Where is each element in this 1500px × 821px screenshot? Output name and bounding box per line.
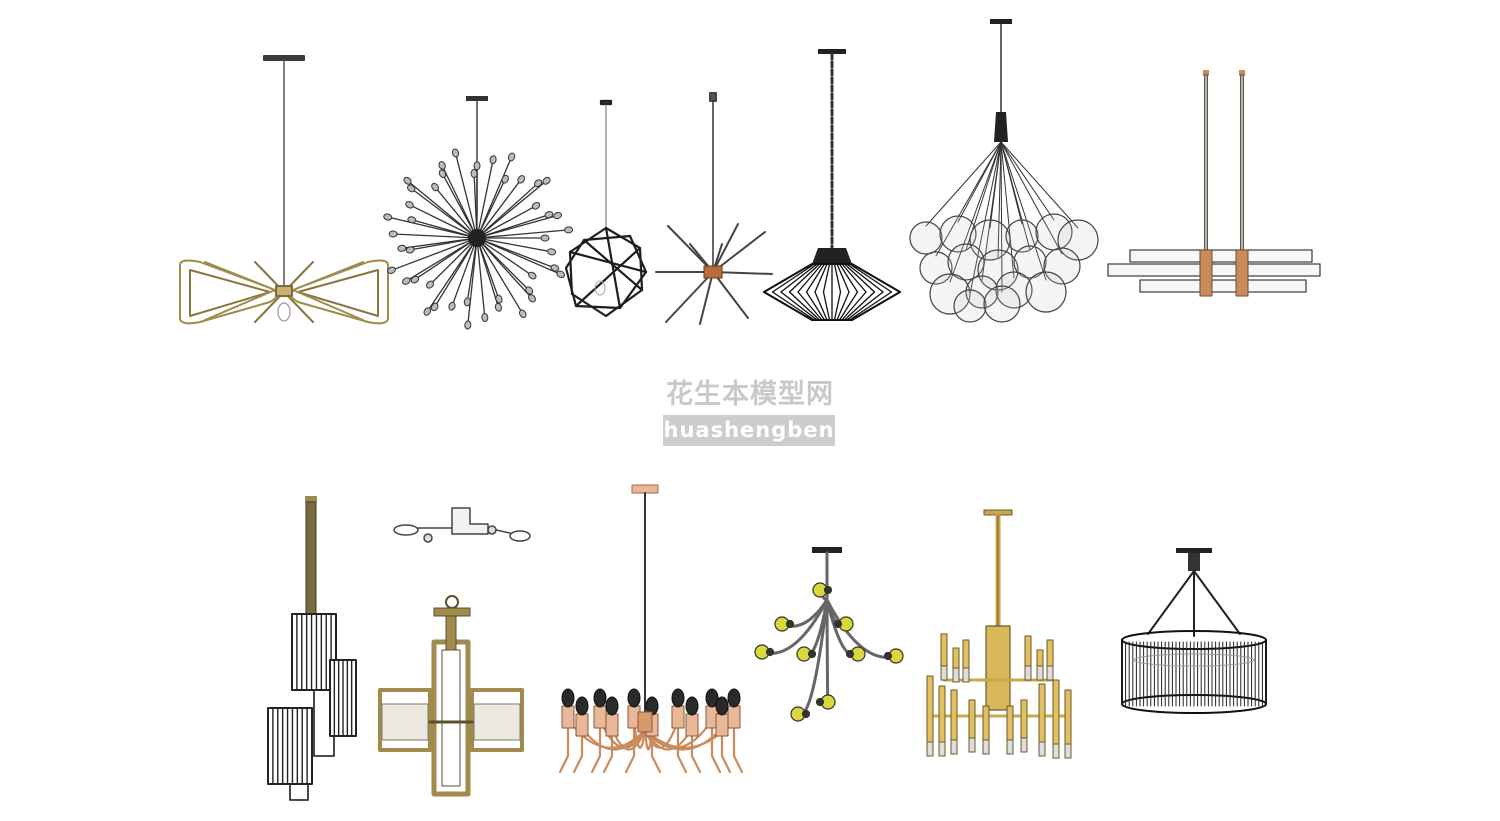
sputnik-sphere-chandelier (383, 96, 574, 330)
watermark-label-box (663, 415, 835, 446)
glass-bubble-cluster-chandelier (909, 19, 1099, 323)
yellow-globe-bulb-chandelier (754, 547, 904, 722)
cascading-cage-pendants (267, 496, 357, 801)
watermark-chinese-text: 花生本模型网 (666, 379, 834, 410)
layered-glass-bar-chandelier (1107, 70, 1321, 297)
wire-basket-pendant (763, 49, 901, 321)
copper-edison-chandelier (558, 484, 744, 774)
brass-tube-tiered-chandelier (926, 509, 1072, 759)
square-frame-drum-chandelier (378, 595, 524, 797)
twin-bulb-wall-sconce (393, 507, 531, 543)
starburst-rod-pendant (655, 92, 773, 325)
round-cage-drum-pendant (1121, 548, 1267, 714)
bowtie-brass-chandelier (179, 55, 389, 325)
geometric-cube-pendant (564, 99, 648, 318)
watermark-latin-text: huashengben (663, 418, 835, 442)
